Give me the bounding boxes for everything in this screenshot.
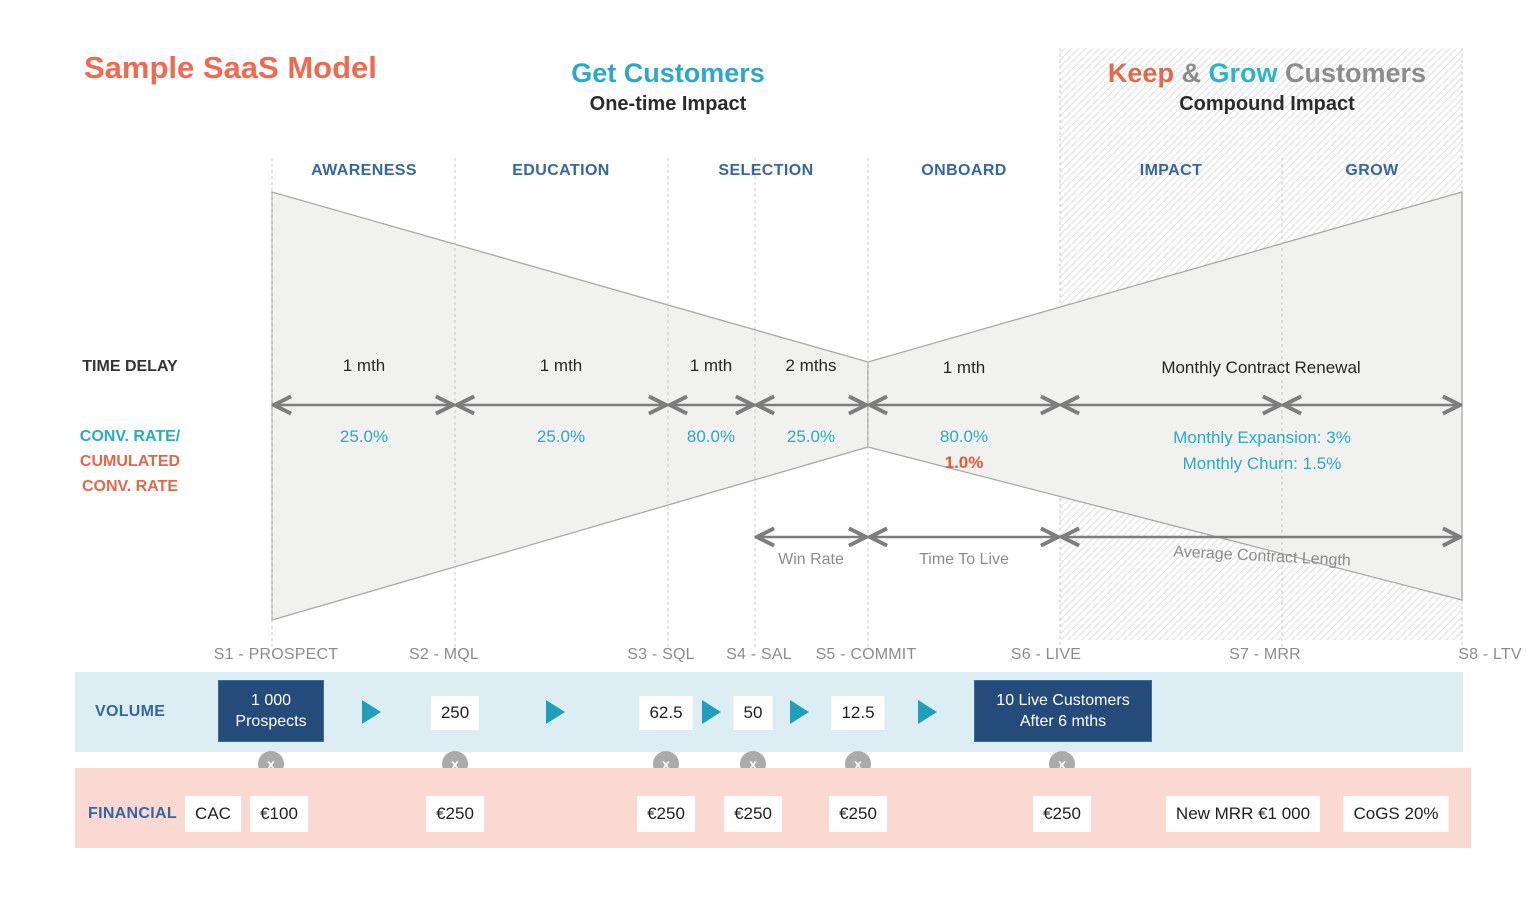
keep-grow-title: Keep & Grow Customers: [1062, 58, 1472, 89]
stage-s7-mrr: S7 - MRR: [1229, 646, 1301, 663]
delay-education: 1 mth: [539, 356, 583, 375]
stage-s6-live: S6 - LIVE: [1010, 646, 1082, 663]
get-customers-header: Get Customers One-time Impact: [468, 58, 868, 116]
delay-selection-1: 1 mth: [689, 356, 733, 375]
header-selection: SELECTION: [718, 162, 814, 179]
one-time-impact-subtitle: One-time Impact: [589, 93, 747, 115]
rate-selection-1: 80.0%: [686, 427, 736, 446]
header-impact: IMPACT: [1139, 162, 1203, 179]
prospects-box: 1 000 Prospects: [218, 680, 324, 742]
flow-arrow-icon: [918, 700, 937, 724]
grow-word: Grow: [1208, 58, 1278, 88]
stage-s4-sal: S4 - SAL: [726, 646, 792, 663]
cost-commit: €250: [829, 796, 887, 832]
live-customers-box: 10 Live Customers After 6 mths: [974, 680, 1152, 742]
stage-s2-mql: S2 - MQL: [408, 646, 480, 663]
volume-sal: 50: [733, 696, 773, 730]
stage-s8-ltv: S8 - LTV: [1458, 646, 1522, 663]
financial-row-label: FINANCIAL: [88, 805, 177, 822]
ampersand: &: [1181, 58, 1201, 88]
keep-word: Keep: [1107, 58, 1174, 88]
conv-rate-row-label: CONV. RATE/ CUMULATED CONV. RATE: [55, 424, 205, 499]
rate-awareness: 25.0%: [339, 427, 389, 446]
prospects-count: 1 000: [250, 692, 292, 709]
delay-selection-2: 2 mths: [785, 356, 837, 375]
volume-mql: 250: [430, 696, 480, 730]
cost-mql: €250: [426, 796, 484, 832]
stage-s5-commit: S5 - COMMIT: [815, 646, 917, 663]
live-customers-line2: After 6 mths: [1019, 713, 1107, 730]
live-customers-line1: 10 Live Customers: [996, 692, 1130, 709]
cost-sal: €250: [724, 796, 782, 832]
flow-arrow-icon: [546, 700, 565, 724]
customers-word: Customers: [1285, 58, 1427, 88]
header-grow: GROW: [1345, 162, 1399, 179]
flow-arrow-icon: [702, 700, 721, 724]
header-onboard: ONBOARD: [921, 162, 1007, 179]
time-to-live-label: Time To Live: [919, 551, 1009, 568]
conv-rate-label-line3: CONV. RATE: [81, 478, 178, 495]
stage-s3-sql: S3 - SQL: [627, 646, 695, 663]
header-awareness: AWARENESS: [311, 162, 417, 179]
delay-onboard: 1 mth: [942, 358, 986, 377]
get-customers-title: Get Customers: [571, 58, 765, 88]
rate-onboard: 80.0%: [939, 427, 989, 446]
monthly-churn: Monthly Churn: 1.5%: [1182, 454, 1342, 473]
cumulated-rate: 1.0%: [944, 453, 984, 472]
flow-arrow-icon: [790, 700, 809, 724]
volume-commit: 12.5: [831, 696, 885, 730]
stage-boundary-lines: [271, 158, 1283, 648]
time-delay-row-label: TIME DELAY: [82, 358, 178, 375]
cogs-box: CoGS 20%: [1343, 796, 1449, 832]
cac-value-box: €100: [250, 796, 308, 832]
new-mrr-box: New MRR €1 000: [1165, 796, 1321, 832]
cac-label-box: CAC: [185, 796, 241, 832]
flow-arrow-icon: [362, 700, 381, 724]
cost-sql: €250: [637, 796, 695, 832]
prospects-word: Prospects: [235, 713, 307, 730]
header-education: EDUCATION: [512, 162, 610, 179]
volume-sql: 62.5: [639, 696, 693, 730]
rate-education: 25.0%: [536, 427, 586, 446]
cost-live: €250: [1033, 796, 1091, 832]
delay-awareness: 1 mth: [342, 356, 386, 375]
page-title: Sample SaaS Model: [84, 50, 377, 85]
rate-selection-2: 25.0%: [786, 427, 836, 446]
monthly-expansion: Monthly Expansion: 3%: [1173, 428, 1351, 447]
conv-rate-label-line2: CUMULATED: [79, 453, 181, 470]
win-rate-label: Win Rate: [778, 551, 844, 568]
conv-rate-label-line1: CONV. RATE/: [79, 428, 181, 445]
monthly-contract-renewal: Monthly Contract Renewal: [1161, 358, 1361, 377]
volume-row-label: VOLUME: [95, 703, 166, 720]
compound-impact-subtitle: Compound Impact: [1179, 93, 1355, 115]
stage-s1-prospect: S1 - PROSPECT: [213, 646, 339, 663]
keep-grow-header: Keep & Grow Customers Compound Impact: [1062, 58, 1472, 116]
